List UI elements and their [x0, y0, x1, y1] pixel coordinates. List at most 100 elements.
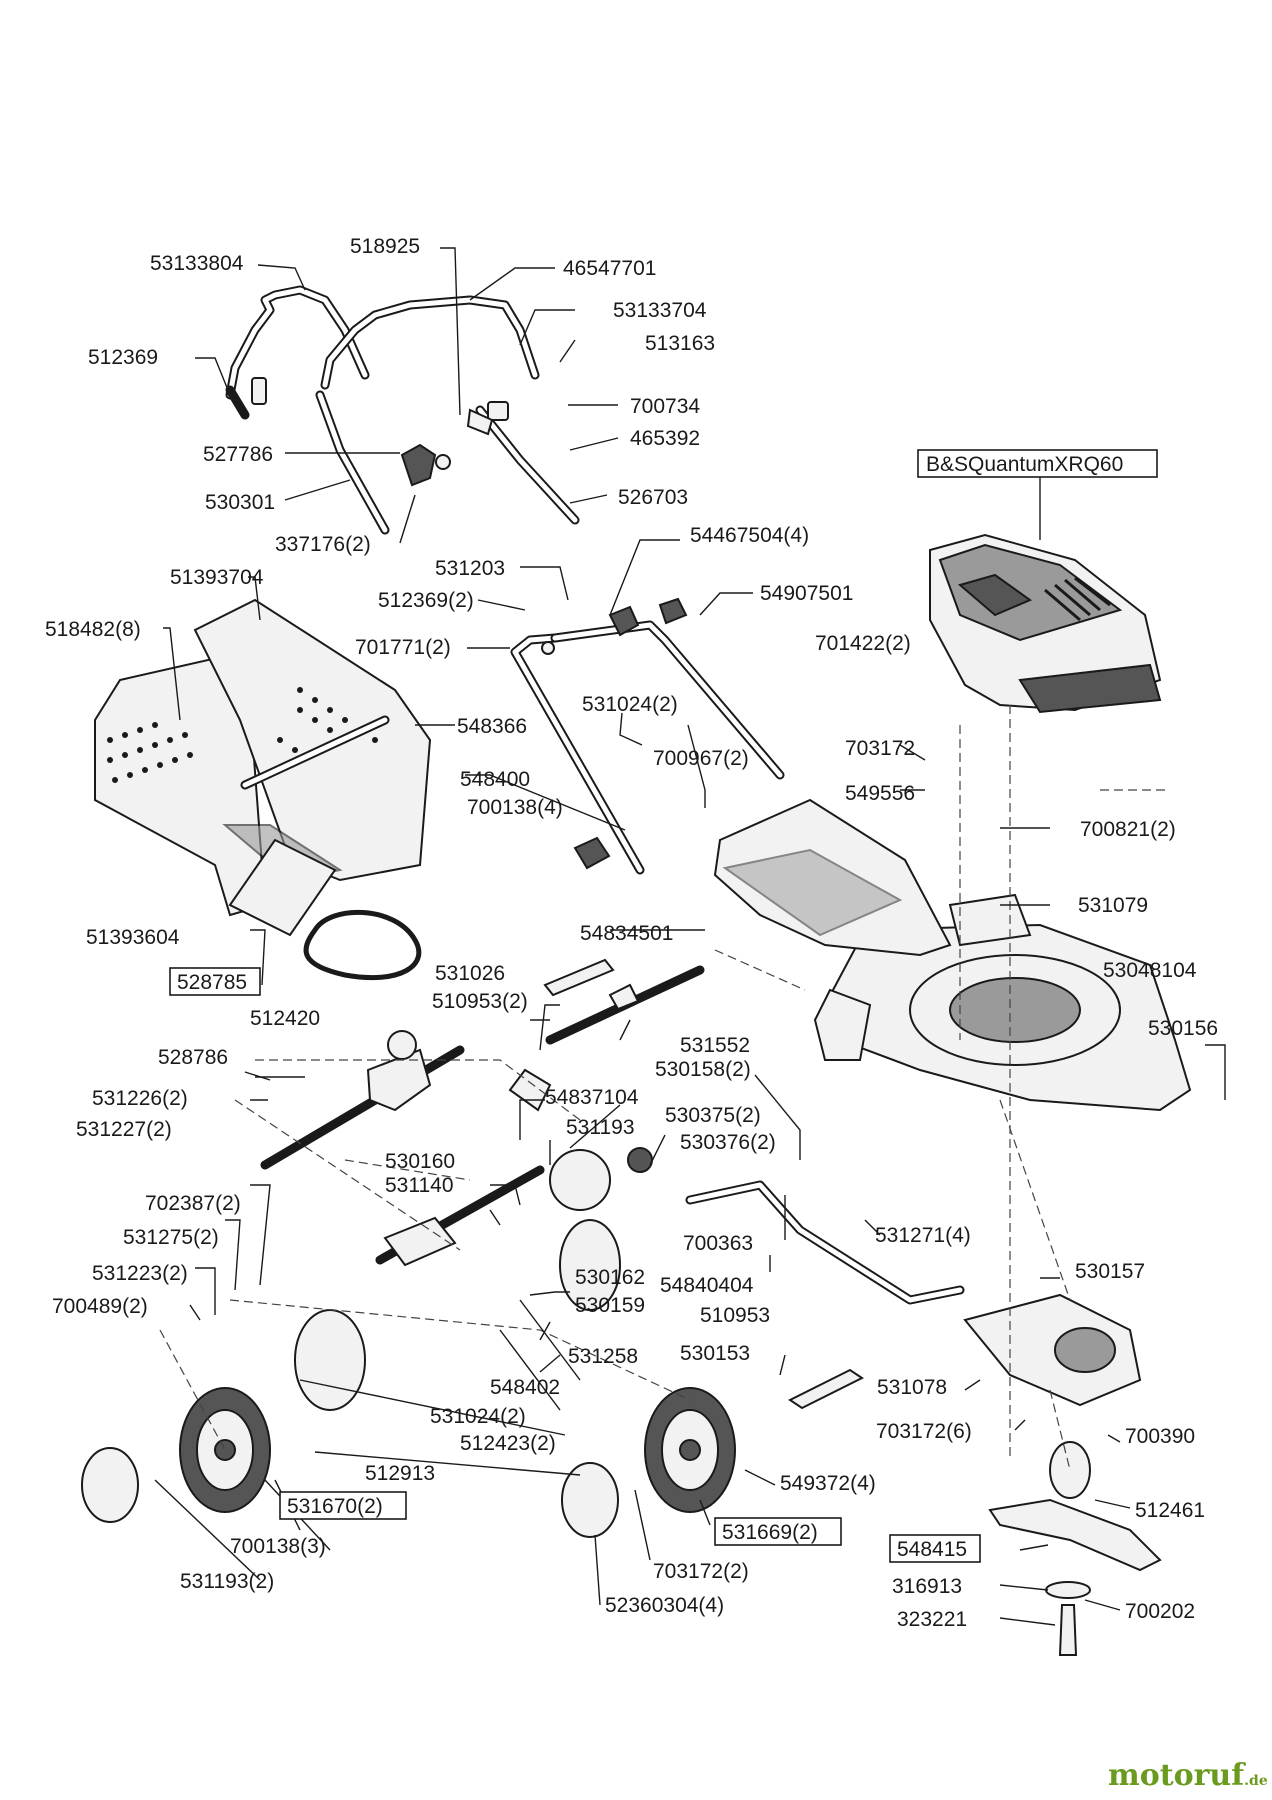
part-label: 54840404 [660, 1274, 754, 1297]
front-axle [685, 1180, 965, 1410]
part-label: 512369(2) [378, 589, 474, 612]
part-label: 531078 [877, 1376, 947, 1399]
part-label: 530162 [575, 1266, 645, 1289]
boxed-label: 548415 [897, 1538, 967, 1561]
part-label: 46547701 [563, 257, 656, 280]
blade-adapter [963, 1293, 1142, 1407]
part-label: 510953(2) [432, 990, 528, 1013]
engine-model-box [917, 449, 1158, 478]
part-label: 54834501 [580, 922, 673, 945]
part-label: 531024(2) [430, 1405, 526, 1428]
part-label: 548400 [460, 768, 530, 791]
part-label: 337176(2) [275, 533, 371, 556]
part-label: 528786 [158, 1046, 228, 1069]
hubcaps [81, 1219, 621, 1538]
part-label: 531552 [680, 1034, 750, 1057]
part-label: 531275(2) [123, 1226, 219, 1249]
part-label: 701422(2) [815, 632, 911, 655]
part-label: 530156 [1148, 1017, 1218, 1040]
part-label: 703172(2) [653, 1560, 749, 1583]
part-label: 530160 [385, 1150, 455, 1173]
part-label: 530301 [205, 491, 275, 514]
rear-flap [713, 798, 952, 957]
part-label: 700138(4) [467, 796, 563, 819]
rear-wheel [179, 1387, 271, 1513]
gearbox [260, 958, 705, 1170]
boxed-label: 531670(2) [287, 1495, 383, 1518]
part-label: 549372(4) [780, 1472, 876, 1495]
part-label: 700734 [630, 395, 700, 418]
part-label: 51393604 [86, 926, 180, 949]
part-label: 530158(2) [655, 1058, 751, 1081]
lower-handle [510, 597, 785, 875]
engine-illustration [929, 533, 1162, 714]
part-label: 323221 [897, 1608, 967, 1631]
part-label: 700821(2) [1080, 818, 1176, 841]
boxed-label-box [714, 1517, 842, 1546]
part-label: 548402 [490, 1376, 560, 1399]
part-label: 548366 [457, 715, 527, 738]
rear-axle [375, 1068, 653, 1267]
part-label: 512913 [365, 1462, 435, 1485]
boxed-label: 531669(2) [722, 1521, 818, 1544]
part-label: 512423(2) [460, 1432, 556, 1455]
part-label: 54467504(4) [690, 524, 809, 547]
part-labels: 53133804 518925 46547701 53133704 512369… [45, 235, 1218, 1631]
part-label: 700202 [1125, 1600, 1195, 1623]
part-label: 531193 [566, 1116, 635, 1139]
part-label: 510953 [700, 1304, 770, 1327]
part-label: 531193(2) [180, 1570, 274, 1593]
boxed-label: 528785 [177, 971, 247, 994]
part-label: 53133804 [150, 252, 244, 275]
part-label: 700390 [1125, 1425, 1195, 1448]
part-label: 526703 [618, 486, 688, 509]
part-label: 530375(2) [665, 1104, 761, 1127]
part-label: 530159 [575, 1294, 645, 1317]
blade [988, 1441, 1162, 1656]
part-label: 527786 [203, 443, 273, 466]
watermark-logo: motoruf.de [1108, 1758, 1268, 1793]
part-label: 703172 [845, 737, 915, 760]
part-label: 531258 [568, 1345, 638, 1368]
boxed-label-box [169, 967, 261, 996]
boxed-label-box [279, 1491, 407, 1520]
part-label: 465392 [630, 427, 700, 450]
part-label: 531226(2) [92, 1087, 188, 1110]
part-label: 702387(2) [145, 1192, 241, 1215]
part-label: 700363 [683, 1232, 753, 1255]
part-label: 531026 [435, 962, 505, 985]
part-label: 531227(2) [76, 1118, 172, 1141]
part-label: 700489(2) [52, 1295, 148, 1318]
grass-catcher [94, 598, 432, 937]
part-label: 316913 [892, 1575, 962, 1598]
watermark-domain: .de [1244, 1773, 1268, 1789]
part-label: 530157 [1075, 1260, 1145, 1283]
part-label: 531223(2) [92, 1262, 188, 1285]
part-label: 701771(2) [355, 636, 451, 659]
watermark-brand: motoruf [1108, 1758, 1245, 1793]
engine-model-label: B&SQuantumXRQ60 [926, 453, 1123, 476]
part-label: 51393704 [170, 566, 264, 589]
part-label: 700138(3) [230, 1535, 326, 1558]
part-label: 531024(2) [582, 693, 678, 716]
alignment-lines [159, 705, 1170, 1471]
part-label: 54837104 [545, 1086, 639, 1109]
part-label: 53048104 [1103, 959, 1197, 982]
part-label: 512420 [250, 1007, 320, 1030]
part-label: 531079 [1078, 894, 1148, 917]
part-label: 54907501 [760, 582, 853, 605]
part-label: 513163 [645, 332, 715, 355]
part-label: 531271(4) [875, 1224, 971, 1247]
part-label: 530153 [680, 1342, 750, 1365]
part-label: 531140 [385, 1174, 454, 1197]
boxed-label-box [889, 1534, 981, 1563]
part-label: 549556 [845, 782, 915, 805]
upper-handle [225, 285, 580, 535]
mower-deck [813, 893, 1192, 1112]
part-label: 530376(2) [680, 1131, 776, 1154]
boxed-labels: B&SQuantumXRQ60 528785 531670(2) 531669(… [169, 449, 1158, 1563]
part-label: 512461 [1135, 1499, 1205, 1522]
part-label: 700967(2) [653, 747, 749, 770]
drive-belt [303, 909, 422, 981]
